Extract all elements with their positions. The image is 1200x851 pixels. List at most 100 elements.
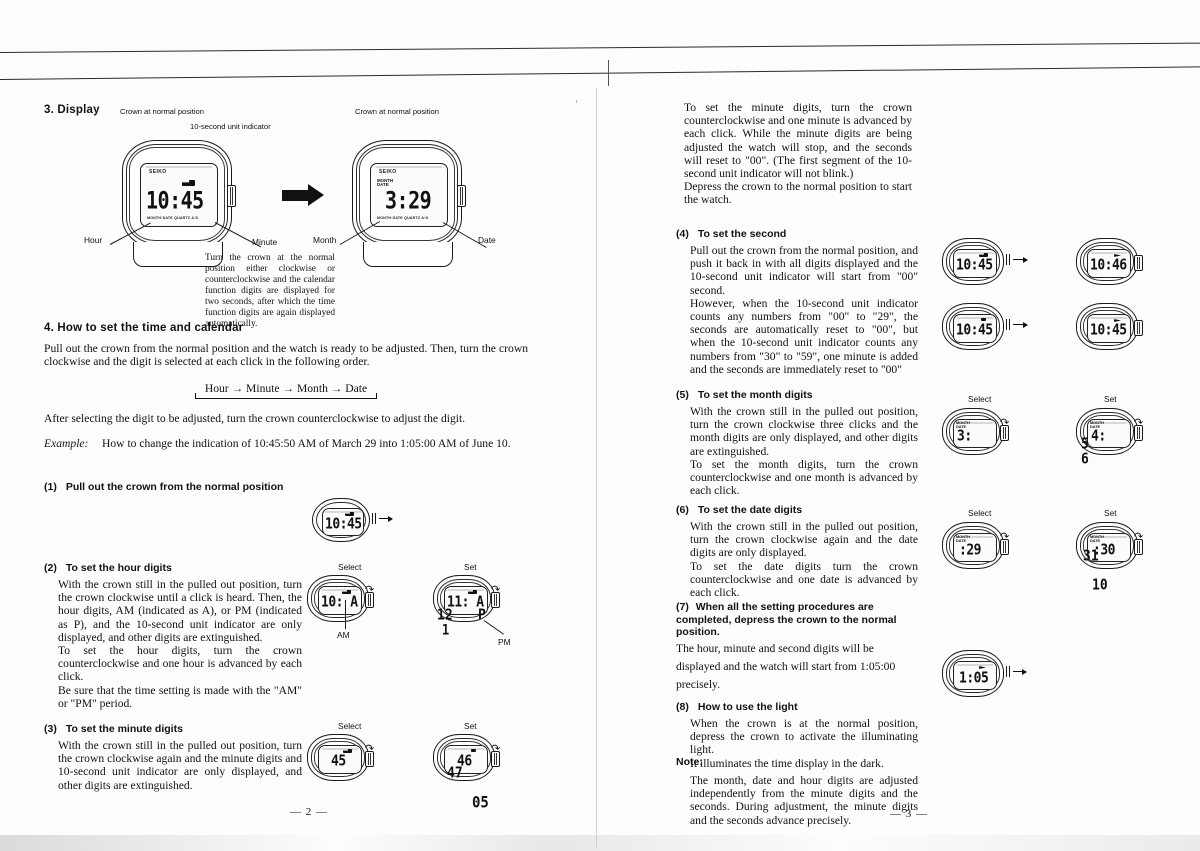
step-2-title: To set the hour digits (65, 562, 172, 574)
step-6-select-crown[interactable] (1000, 539, 1009, 555)
step-1-watch-digits: 10:45 (325, 515, 362, 534)
setting-order-flow-text: Hour → Minute → Month → Date (204, 382, 368, 395)
watch-crown-b[interactable] (457, 185, 466, 207)
step-5-select-digits: 3: (957, 427, 972, 446)
step-3-set-sequence-minute: 47 (447, 764, 463, 783)
mode-label-line1: MONTH (1090, 535, 1104, 539)
section-4-after-flow: After selecting the digit to be adjusted… (44, 412, 466, 425)
step-3-title: To set the minute digits (65, 723, 183, 735)
step-7-watch-digits: 1:05 (959, 669, 989, 688)
ten-second-indicator-s4-3 (981, 318, 986, 321)
right-lead-paragraph: To set the minute digits, turn the crown… (684, 101, 912, 207)
leader-am-step2 (345, 600, 346, 629)
step-4-body: Pull out the crown from the normal posit… (690, 244, 918, 376)
step-1-title: Pull out the crown from the normal posit… (65, 481, 284, 493)
step-2-set-sequence-next: 1 (442, 621, 450, 639)
ten-second-indicator-step3-select (343, 749, 352, 753)
ten-second-indicator-s4-2 (1114, 254, 1121, 257)
ten-second-indicator-s4-4 (1114, 319, 1121, 322)
step-5-set-digits: 4: (1091, 427, 1106, 446)
label-pm-step2: PM (498, 637, 511, 647)
step-5-select-turn-arrow-icon: ↷ (1000, 417, 1010, 429)
ten-second-indicator-step2-set (468, 590, 477, 594)
step-2-block: (2) To set the hour digits With the crow… (44, 558, 302, 710)
step-4-watch-3-crown[interactable] (1005, 319, 1014, 330)
watch-crown-a[interactable] (227, 185, 236, 207)
figure-step-3-select-watch: 45 ↷ (307, 734, 374, 781)
label-minute: Minute (252, 237, 278, 247)
step-3-set-crown[interactable] (491, 751, 500, 767)
step-8-title: How to use the light (697, 701, 798, 713)
note-body: The month, date and hour digits are adju… (690, 774, 918, 827)
figure-step-4-watch-4: 10:45 (1076, 303, 1143, 350)
step-8-number: (8) (676, 701, 689, 713)
step-2-select-crown[interactable] (365, 592, 374, 608)
step-2-select-digits: 10: A (321, 593, 358, 612)
step-2-set-sequence-pm: P (478, 606, 486, 625)
step-5-block: (5) To set the month digits With the cro… (676, 385, 918, 497)
step-7-crown[interactable] (1005, 666, 1014, 677)
step-3-body: With the crown still in the pulled out p… (58, 739, 302, 792)
figure-step-2-select-watch: 10: A ↷ (307, 575, 374, 622)
label-month: Month (313, 235, 337, 245)
step-2-set-sequence-hour: 12 (437, 606, 453, 625)
mode-label-line2: DATE (956, 424, 967, 429)
figure-step-4-watch-3: 10:45 (942, 303, 1028, 350)
step-3-set-turn-arrow-icon: ↷ (491, 743, 501, 755)
step-6-set-sequence-2: 10 (1092, 576, 1108, 595)
step-3-set-sequence-second: 05 (472, 793, 489, 813)
mode-label-line2: DATE (956, 538, 967, 543)
step-6-title: To set the date digits (697, 504, 803, 516)
step-6-set-sequence-1: 31 (1083, 547, 1099, 566)
step-6-set-digits: :30 (1093, 541, 1115, 560)
right-page-number: — 3 — (890, 808, 928, 820)
step-5-set-sequence-2: 6 (1081, 450, 1089, 469)
step-2-set-crown[interactable] (491, 592, 500, 608)
caption-step-2-set: Set (464, 562, 477, 572)
step-3-select-digits: 45 (331, 752, 346, 771)
step-4-watch-1-arrow-icon (1013, 256, 1028, 263)
figure-watch-time-display: SEIKO 10:45 MONTH·DATE QUARTZ A·D (122, 140, 236, 248)
figure-step-4-watch-2: 10:46 (1076, 238, 1143, 285)
watch-strap-a (133, 242, 223, 267)
example-block: Example: How to change the indication of… (44, 437, 528, 455)
step-4-title: To set the second (697, 228, 787, 240)
step-7-title: When all the setting procedures are comp… (676, 601, 897, 639)
step-5-number: (5) (676, 389, 689, 401)
step-6-set-crown[interactable] (1134, 539, 1143, 555)
ten-second-indicator-step2-select (342, 590, 351, 594)
step-4-watch-2-crown[interactable] (1134, 255, 1143, 271)
step-4-watch-1-crown[interactable] (1005, 254, 1014, 265)
step-7-block: (7) When all the setting procedures are … (676, 601, 916, 693)
step-6-body: With the crown still in the pulled out p… (690, 520, 918, 600)
scan-rule-top (0, 42, 1200, 53)
step-5-set-crown[interactable] (1134, 425, 1143, 441)
step-4-watch-2-digits: 10:46 (1090, 256, 1127, 275)
step-4-watch-3-arrow-icon (1013, 321, 1028, 328)
left-page-number: — 2 — (290, 806, 328, 818)
step-3-select-crown[interactable] (365, 751, 374, 767)
caption-step-5-select: Select (968, 394, 992, 404)
mode-label-line1: MONTH (956, 535, 970, 539)
step-5-select-crown[interactable] (1000, 425, 1009, 441)
display-note-text: Turn the crown at the normal position ei… (205, 253, 335, 329)
step-4-watch-1-digits: 10:45 (956, 256, 993, 275)
leader-pm-step2 (483, 620, 504, 635)
step-5-title: To set the month digits (697, 389, 813, 401)
step-4-watch-4-crown[interactable] (1134, 320, 1143, 336)
setting-order-flow: Hour → Minute → Month → Date (44, 382, 528, 399)
mode-label-line2: DATE (1090, 538, 1101, 543)
step-1-crown-pulled[interactable] (371, 513, 380, 524)
caption-step-6-select: Select (968, 508, 992, 518)
step-4-watch-4-digits: 10:45 (1090, 321, 1127, 340)
figure-step-3-set-watch: 46 ↷ (433, 734, 500, 781)
step-2-select-turn-arrow-icon: ↷ (365, 584, 375, 596)
caption-step-3-set: Set (464, 721, 477, 731)
flow-left-tick (194, 393, 196, 399)
